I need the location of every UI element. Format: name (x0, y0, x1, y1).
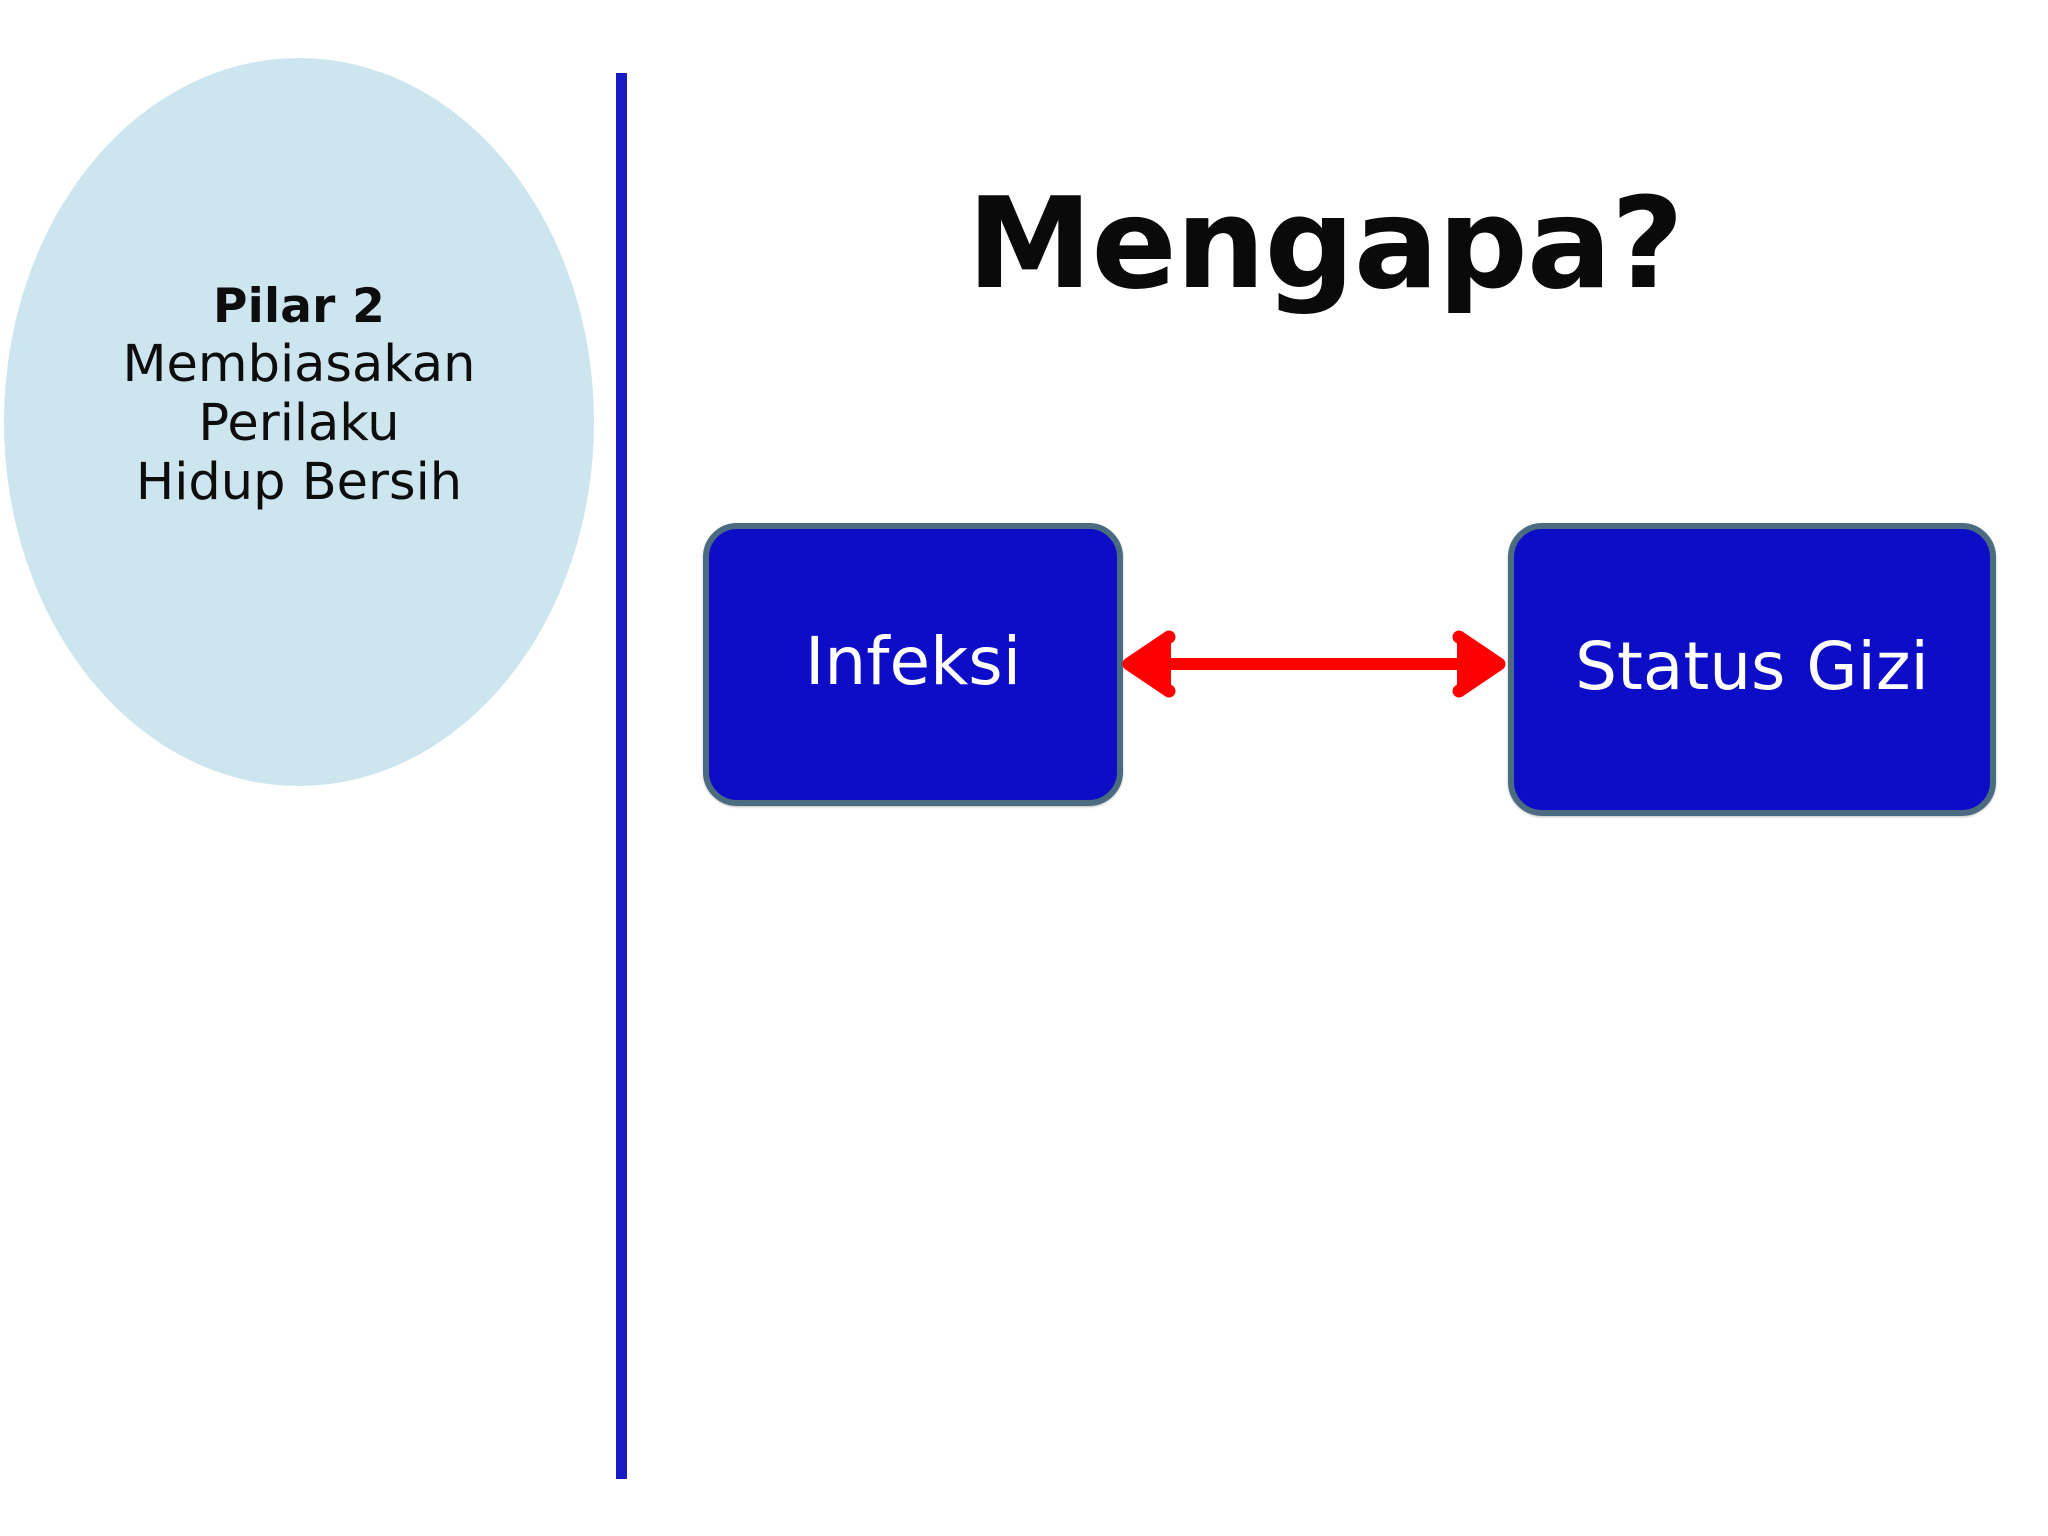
vertical-divider-line (616, 73, 627, 1479)
diagram-node-status-gizi-label: Status Gizi (1575, 628, 1929, 705)
pillar-line-1: Membiasakan (122, 334, 476, 394)
page-title: Mengapa? (966, 170, 1684, 317)
pillar-text-block: Pilar 2 Membiasakan Perilaku Hidup Bersi… (4, 279, 594, 512)
pillar-line-2: Perilaku (198, 393, 400, 453)
pillar-ellipse-shape (4, 58, 594, 786)
pillar-title: Pilar 2 (212, 279, 386, 334)
diagram-node-infeksi-label: Infeksi (804, 623, 1022, 700)
double-headed-arrow-icon (1122, 630, 1506, 698)
diagram-node-infeksi[interactable]: Infeksi (703, 523, 1123, 806)
diagram-node-status-gizi[interactable]: Status Gizi (1508, 523, 1996, 816)
pillar-line-3: Hidup Bersih (135, 452, 463, 512)
